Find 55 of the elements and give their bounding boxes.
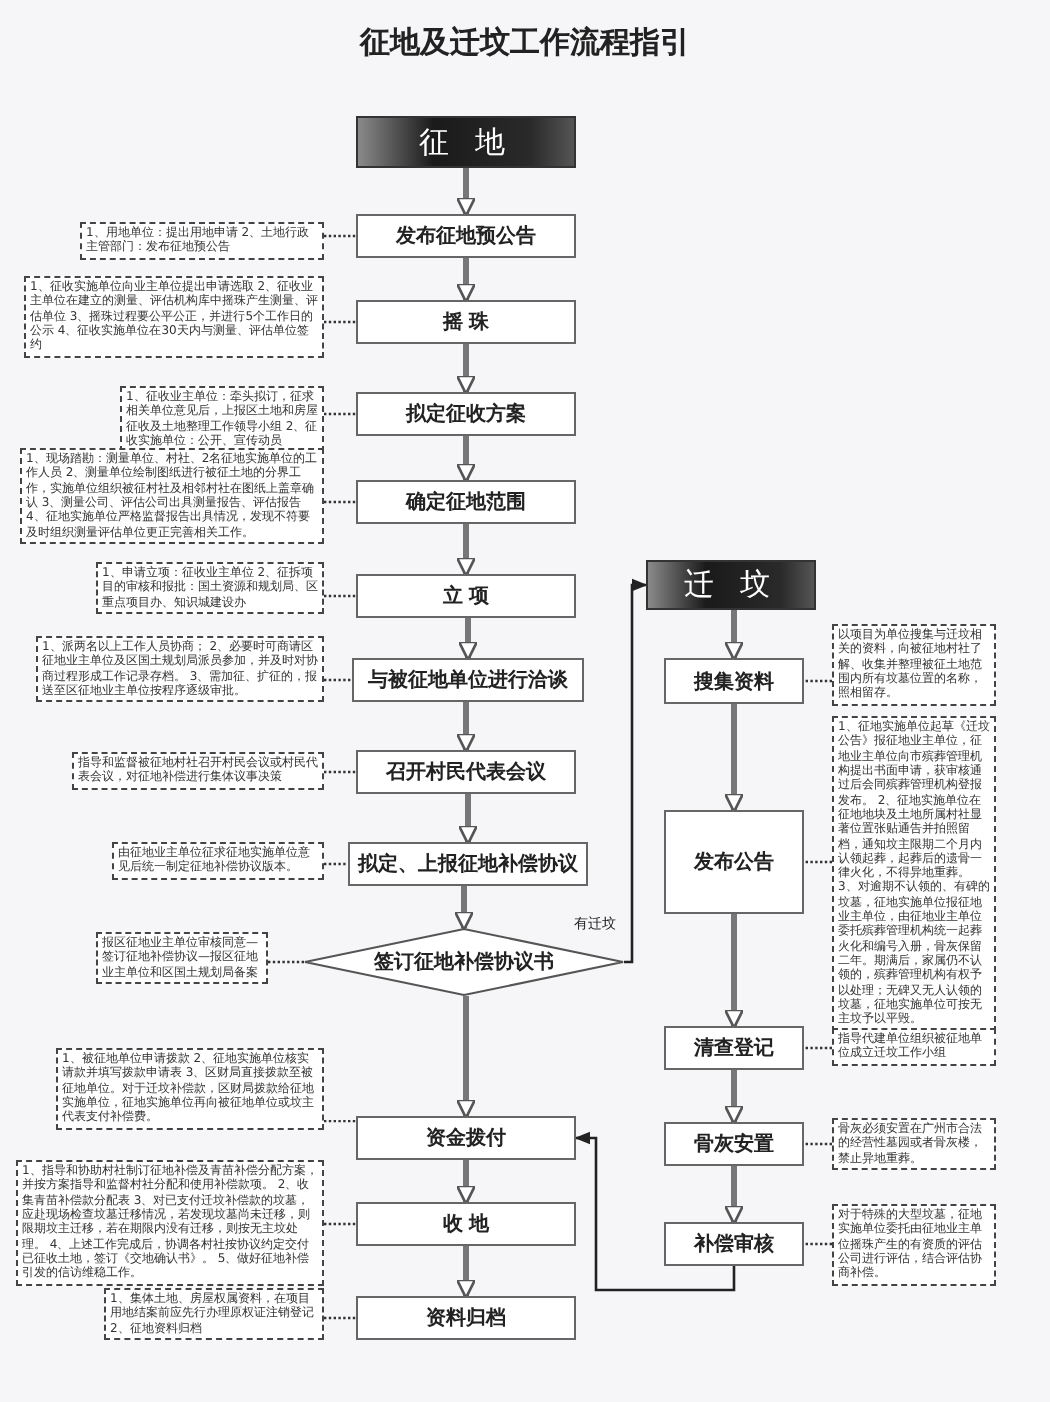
leader-line (324, 412, 356, 416)
leader-line (324, 862, 348, 866)
leader-line (324, 500, 356, 504)
leader-line (324, 770, 356, 774)
arrow (455, 1160, 477, 1206)
process-box: 发布公告 (664, 810, 804, 914)
arrow (723, 610, 745, 662)
arrow (455, 258, 477, 304)
arrow (455, 168, 477, 218)
leader-line (324, 594, 356, 598)
section-header: 征 地 (356, 116, 576, 168)
process-box: 拟定、上报征地补偿协议 (348, 842, 588, 886)
arrow (723, 704, 745, 814)
process-box: 发布征地预公告 (356, 214, 576, 258)
connector-arrow (624, 578, 648, 964)
arrow (455, 702, 477, 754)
leader-line (804, 860, 832, 864)
leader-line (268, 960, 304, 964)
connector-arrow (574, 1131, 736, 1292)
leader-line (804, 1142, 832, 1146)
arrow (723, 1070, 745, 1126)
arrow (455, 1246, 477, 1300)
arrow (723, 1166, 745, 1226)
process-box: 资料归档 (356, 1296, 576, 1340)
leader-line (804, 679, 832, 683)
title: 征地及迁坟工作流程指引 (357, 24, 692, 62)
process-box: 收 地 (356, 1202, 576, 1246)
leader-line (804, 1046, 832, 1050)
process-box: 搜集资料 (664, 658, 804, 704)
leader-line (324, 1119, 356, 1123)
leader-line (324, 678, 352, 682)
arrow (455, 344, 477, 396)
arrow (455, 996, 477, 1120)
process-box: 资金拨付 (356, 1116, 576, 1160)
arrow (723, 914, 745, 1030)
leader-line (324, 234, 356, 238)
process-box: 骨灰安置 (664, 1122, 804, 1166)
process-box: 立 项 (356, 574, 576, 618)
process-box: 摇 珠 (356, 300, 576, 344)
arrow (455, 524, 477, 578)
process-box: 清查登记 (664, 1026, 804, 1070)
arrow (457, 794, 479, 846)
arrow (457, 618, 479, 662)
process-box: 召开村民代表会议 (356, 750, 576, 794)
leader-line (324, 1316, 356, 1320)
process-box: 拟定征收方案 (356, 392, 576, 436)
process-box: 确定征地范围 (356, 480, 576, 524)
arrow (455, 436, 477, 484)
leader-line (324, 320, 356, 324)
process-box: 补偿审核 (664, 1222, 804, 1266)
arrow (453, 886, 475, 932)
section-header: 迁 坟 (646, 560, 816, 610)
process-box: 与被征地单位进行洽谈 (352, 658, 584, 702)
leader-line (324, 1222, 356, 1226)
leader-line (804, 1242, 832, 1246)
